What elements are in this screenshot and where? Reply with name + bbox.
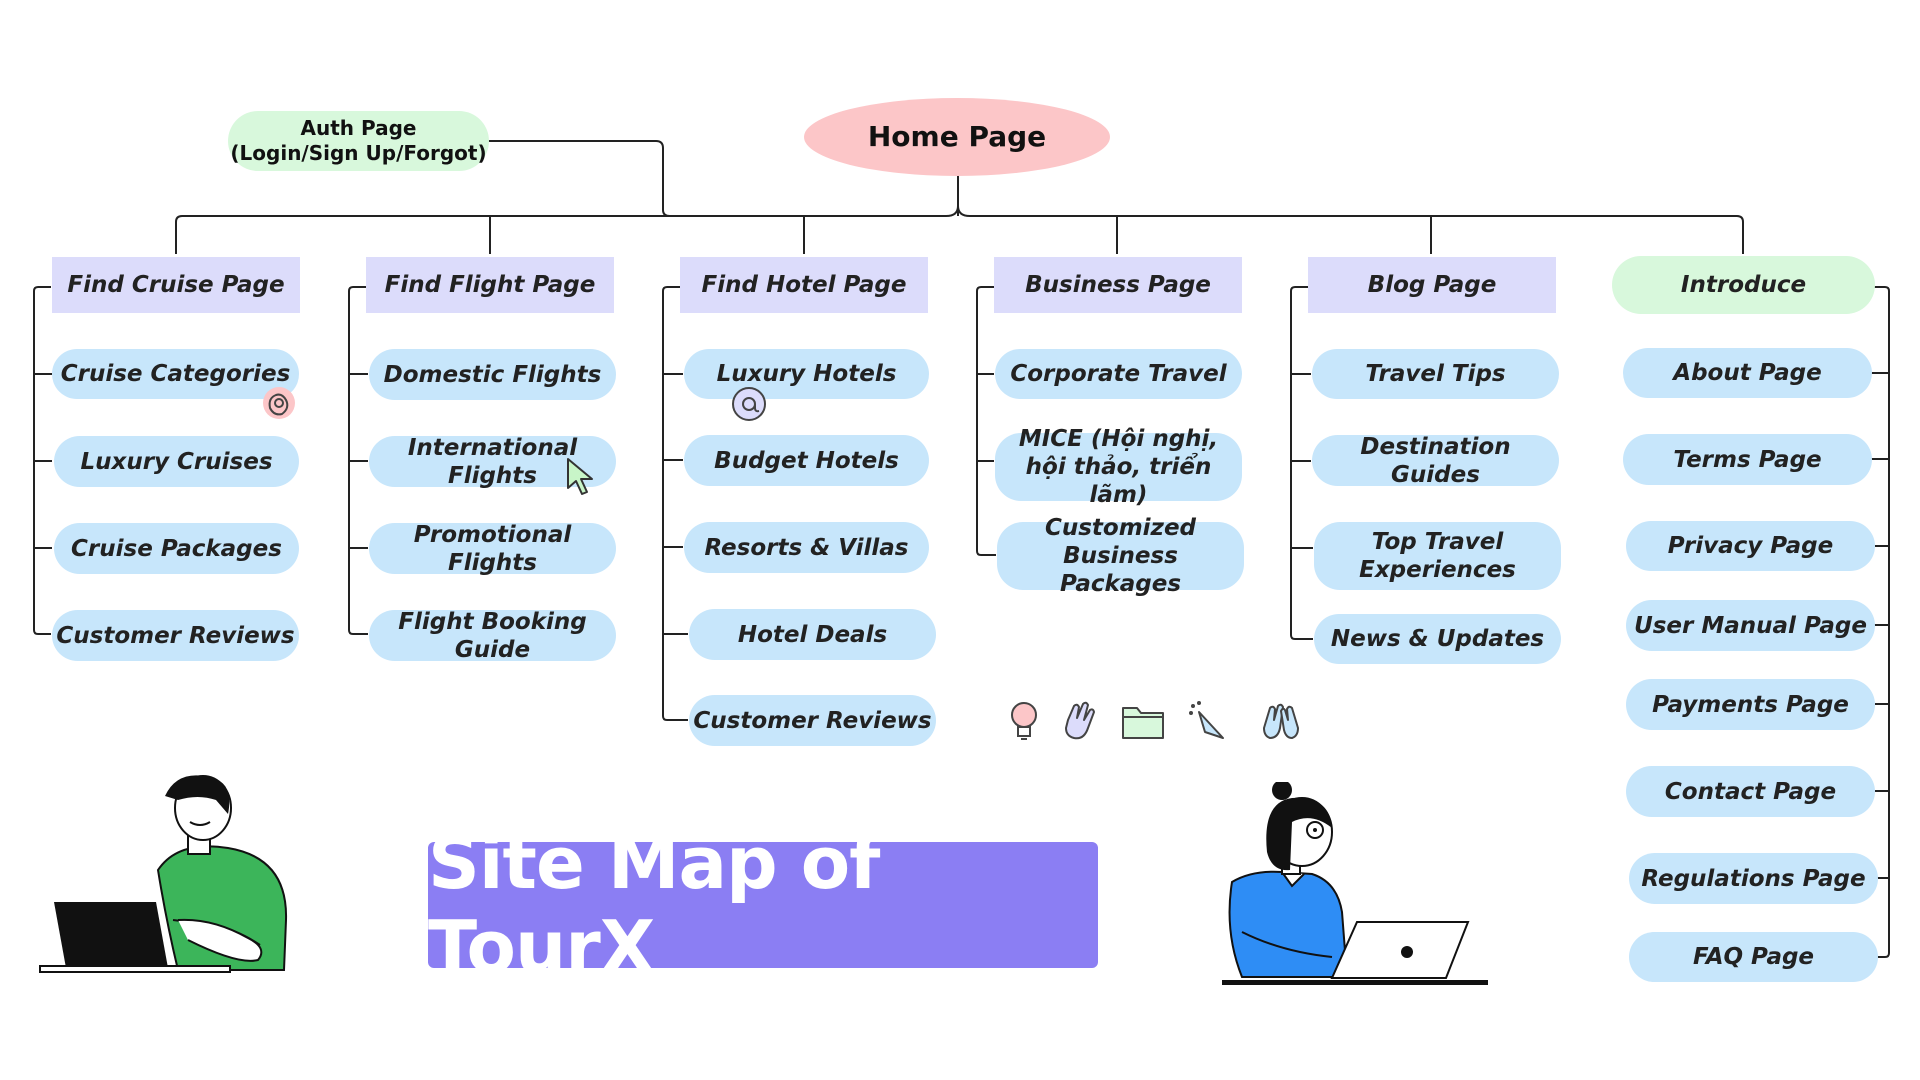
item-cruise-packages: Cruise Packages xyxy=(54,523,299,574)
auth-page-node: Auth Page (Login/Sign Up/Forgot) xyxy=(228,111,489,171)
item-cruise-customer-reviews: Customer Reviews xyxy=(52,610,299,661)
folder-icon xyxy=(1122,707,1164,739)
item-about-page: About Page xyxy=(1623,348,1872,398)
item-hotel-deals: Hotel Deals xyxy=(689,609,936,660)
item-top-travel-experiences: Top Travel Experiences xyxy=(1314,522,1561,590)
item-travel-tips: Travel Tips xyxy=(1312,349,1559,399)
item-international-flights: International Flights xyxy=(369,435,616,489)
cursor-icon xyxy=(567,458,593,495)
item-corporate-travel: Corporate Travel xyxy=(995,349,1242,399)
item-hotel-customer-reviews: Customer Reviews xyxy=(689,695,936,746)
header-find-cruise: Find Cruise Page xyxy=(52,257,300,313)
item-news-updates: News & Updates xyxy=(1314,614,1561,664)
lightbulb-icon xyxy=(1011,702,1037,740)
item-mice: MICE (Hội nghị, hội thảo, triển lãm) xyxy=(995,426,1242,508)
waving-hand-icon xyxy=(1065,701,1095,740)
man-with-laptop-illustration xyxy=(39,775,288,973)
item-luxury-cruises: Luxury Cruises xyxy=(54,436,299,487)
auth-page-sublabel: (Login/Sign Up/Forgot) xyxy=(230,141,487,165)
item-luxury-hotels: Luxury Hotels xyxy=(684,349,929,399)
item-customized-business-packages: Customized Business Packages xyxy=(997,515,1244,597)
high-five-icon xyxy=(1263,703,1299,739)
header-find-hotel: Find Hotel Page xyxy=(680,257,928,313)
item-budget-hotels: Budget Hotels xyxy=(684,435,929,486)
woman-with-laptop-illustration xyxy=(1222,782,1488,985)
item-privacy-page: Privacy Page xyxy=(1626,521,1875,571)
header-find-flight: Find Flight Page xyxy=(366,257,614,313)
sitemap-title: Site Map of TourX xyxy=(428,821,1098,989)
item-regulations-page: Regulations Page xyxy=(1629,853,1878,904)
item-domestic-flights: Domestic Flights xyxy=(369,349,616,400)
header-business: Business Page xyxy=(994,257,1242,313)
item-terms-page: Terms Page xyxy=(1623,434,1872,485)
ok-hand-icon xyxy=(263,387,295,419)
item-user-manual-page: User Manual Page xyxy=(1626,600,1875,651)
item-flight-booking-guide: Flight Booking Guide xyxy=(369,609,616,663)
item-resorts-villas: Resorts & Villas xyxy=(684,522,929,573)
party-popper-icon xyxy=(1189,701,1224,739)
item-payments-page: Payments Page xyxy=(1626,679,1875,730)
item-promotional-flights: Promotional Flights xyxy=(369,522,616,576)
home-page-node: Home Page xyxy=(804,98,1110,176)
header-blog: Blog Page xyxy=(1308,257,1556,313)
auth-page-label: Auth Page xyxy=(300,116,417,140)
at-sign-icon xyxy=(732,387,766,421)
item-destination-guides: Destination Guides xyxy=(1312,434,1559,488)
item-faq-page: FAQ Page xyxy=(1629,932,1878,982)
item-cruise-categories: Cruise Categories xyxy=(52,349,299,399)
header-introduce: Introduce xyxy=(1612,256,1875,314)
item-contact-page: Contact Page xyxy=(1626,766,1875,817)
